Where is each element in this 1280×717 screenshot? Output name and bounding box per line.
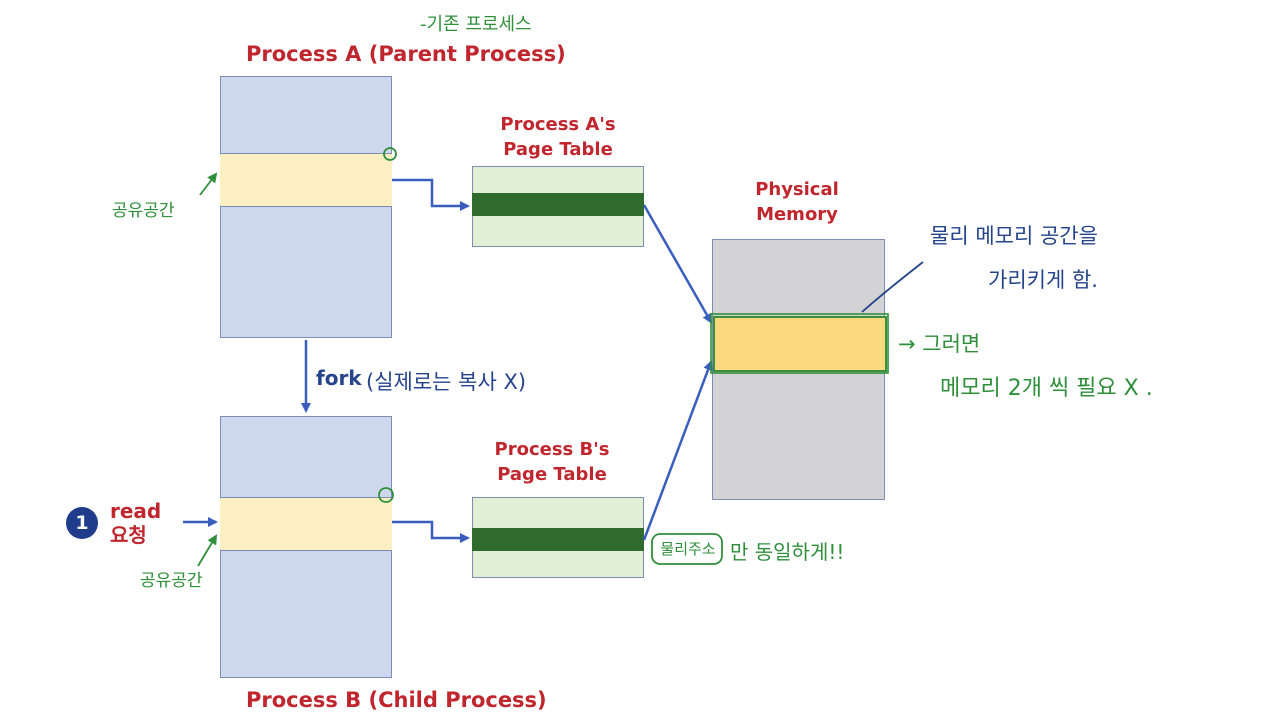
step-1-badge: 1	[66, 507, 98, 539]
physical-memory-shared-segment	[713, 316, 887, 372]
then-note-line2: 메모리 2개 씩 필요 X .	[940, 376, 1153, 401]
then-note-line1: → 그러면	[898, 332, 981, 356]
arrow-pt-b-to-physical	[642, 360, 713, 541]
mark-arrow-shared-a	[199, 172, 218, 196]
read-label-line2: 요청	[110, 523, 147, 547]
shared-space-b-note: 공유공간	[140, 571, 203, 591]
physical-memory-title-line2: Memory	[756, 204, 838, 225]
arrow-proc-a-to-pt-a	[392, 178, 470, 211]
page-table-a-title: Process A's Page Table	[472, 112, 644, 162]
pt-note-box-outline	[651, 533, 723, 565]
arrow-pt-a-to-physical	[642, 204, 713, 324]
physical-note-line1: 물리 메모리 공간을	[930, 224, 1098, 248]
mark-link-physical	[861, 261, 924, 313]
fork-label: fork	[316, 366, 362, 390]
process-a-shared-segment	[220, 153, 392, 207]
page-table-b-entry	[472, 528, 644, 551]
physical-note-line2: 가리키게 함.	[988, 268, 1098, 292]
page-table-b-title: Process B's Page Table	[466, 437, 638, 487]
page-table-b-title-line1: Process B's	[494, 439, 610, 460]
shared-space-a-note: 공유공간	[112, 201, 175, 221]
existing-process-note: -기존 프로세스	[420, 14, 532, 35]
pt-note-rest: 만 동일하게!!	[730, 540, 845, 564]
physical-memory-title: Physical Memory	[712, 177, 882, 227]
process-b-shared-segment	[220, 497, 392, 551]
process-b-title: Process B (Child Process)	[246, 688, 547, 712]
page-table-a-entry	[472, 193, 644, 216]
physical-memory-title-line1: Physical	[755, 179, 839, 200]
mark-circle-b	[378, 487, 394, 503]
mark-physical-outline	[710, 313, 889, 374]
page-table-b-title-line2: Page Table	[497, 464, 607, 485]
mark-circle-a	[383, 147, 397, 161]
page-table-a-title-line1: Process A's	[500, 114, 616, 135]
arrow-proc-b-to-pt-b	[392, 520, 470, 543]
read-label-line1: read	[110, 499, 162, 523]
fork-note: (실제로는 복사 X)	[366, 370, 527, 394]
pt-note-box-text: 물리주소	[660, 540, 716, 558]
mark-arrow-shared-b	[197, 534, 218, 567]
read-request-label: read 요청	[110, 499, 161, 547]
page-table-a-title-line2: Page Table	[503, 139, 613, 160]
process-a-title: Process A (Parent Process)	[246, 42, 566, 66]
process-a-box	[220, 76, 392, 338]
